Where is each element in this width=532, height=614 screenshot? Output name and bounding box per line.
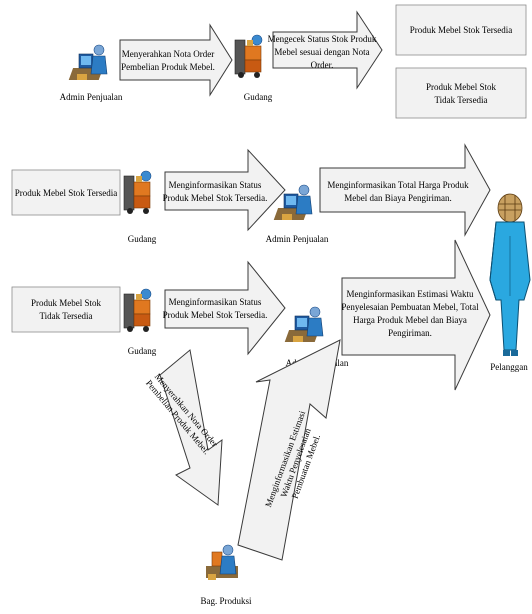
actor-label: Gudang (244, 92, 273, 102)
arrow-label-line: Menyerahkan Nota Order (122, 49, 214, 59)
arrow-label-line: Menginformasikan Estimasi Waktu (346, 289, 474, 299)
arrow-serah-nota-produksi: Menyerahkan Nota Order Pembelian Produk … (144, 349, 223, 506)
arrow-label-line: Pembelian Produk Mebel. (121, 62, 215, 72)
arrow-label-line: Produk Mebel Stok Tersedia. (163, 193, 268, 203)
actor-label: Gudang (128, 346, 157, 356)
arrow-label-line: Order. (311, 60, 334, 70)
production-worker-icon (205, 544, 239, 581)
arrow-label-line: Menginformasikan Status (169, 297, 262, 307)
arrow-label-line: Menginformasikan Total Harga Produk (327, 180, 469, 190)
actor-gudang-3: Gudang (123, 288, 157, 356)
arrow-label-line: Mengecek Status Stok Produk (268, 34, 377, 44)
actor-bag-produksi: Bag. Produksi (200, 544, 252, 606)
box-stok-tidak-tersedia-bottom: Produk Mebel Stok Tidak Tersedia (11, 286, 121, 333)
actor-label: Admin Penjualan (60, 92, 123, 102)
arrow-label-line: Menginformasikan Status (169, 180, 262, 190)
box-label: Produk Mebel Stok (31, 298, 102, 308)
arrow-label-line: Harga Produk Mebel dan Biaya (353, 315, 467, 325)
arrow-label-line: Penyelesaian Pembuatan Mebel, Total (341, 302, 479, 312)
actor-label: Bag. Produksi (200, 596, 252, 606)
box-label: Produk Mebel Stok (426, 82, 497, 92)
arrow-label-line: Mebel dan Biaya Pengiriman. (344, 193, 451, 203)
box-stok-tersedia-top: Produk Mebel Stok Tersedia (395, 4, 527, 56)
box-label: Produk Mebel Stok Tersedia (410, 25, 512, 35)
arrow-cek-stok: Mengecek Status Stok Produk Mebel sesuai… (268, 10, 383, 90)
warehouse-worker-icon (123, 170, 152, 215)
arrow-info-status-2: Menginformasikan Status Produk Mebel Sto… (163, 260, 286, 356)
box-stok-tersedia-mid: Produk Mebel Stok Tersedia (11, 169, 121, 216)
actor-label: Gudang (128, 234, 157, 244)
actor-gudang-2: Gudang (123, 170, 157, 244)
actor-admin-penjualan-1: Admin Penjualan (60, 44, 123, 102)
actor-admin-penjualan-2: Admin Penjualan (266, 184, 329, 244)
box-label: Tidak Tersedia (434, 95, 487, 105)
arrow-info-status-1: Menginformasikan Status Produk Mebel Sto… (163, 148, 286, 232)
box-label: Produk Mebel Stok Tersedia (15, 188, 117, 198)
admin-computer-icon (68, 44, 108, 81)
arrow-label-line: Pengiriman. (388, 328, 432, 338)
arrow-info-estimasi-produksi: Menginformasikan Estimasi Waktu Penyeles… (237, 339, 341, 561)
admin-computer-icon (284, 306, 324, 343)
box-label: Tidak Tersedia (39, 311, 92, 321)
actor-gudang-1: Gudang (234, 34, 273, 102)
warehouse-worker-icon (123, 288, 152, 333)
actor-label: Admin Penjualan (266, 234, 329, 244)
arrow-label-line: Produk Mebel Stok Tersedia. (163, 310, 268, 320)
arrow-info-estimasi: Menginformasikan Estimasi Waktu Penyeles… (341, 239, 491, 391)
warehouse-worker-icon (234, 34, 263, 79)
actor-pelanggan: Pelanggan (489, 193, 531, 372)
box-stok-tidak-tersedia-top: Produk Mebel Stok Tidak Tersedia (395, 67, 527, 119)
arrow-menyerahkan-nota: Menyerahkan Nota Order Pembelian Produk … (119, 23, 233, 97)
arrow-info-harga: Menginformasikan Total Harga Produk Mebe… (319, 143, 491, 237)
customer-figure-icon (489, 193, 531, 356)
actor-label: Pelanggan (490, 362, 528, 372)
arrow-label-line: Mebel sesuai dengan Nota (274, 47, 369, 57)
